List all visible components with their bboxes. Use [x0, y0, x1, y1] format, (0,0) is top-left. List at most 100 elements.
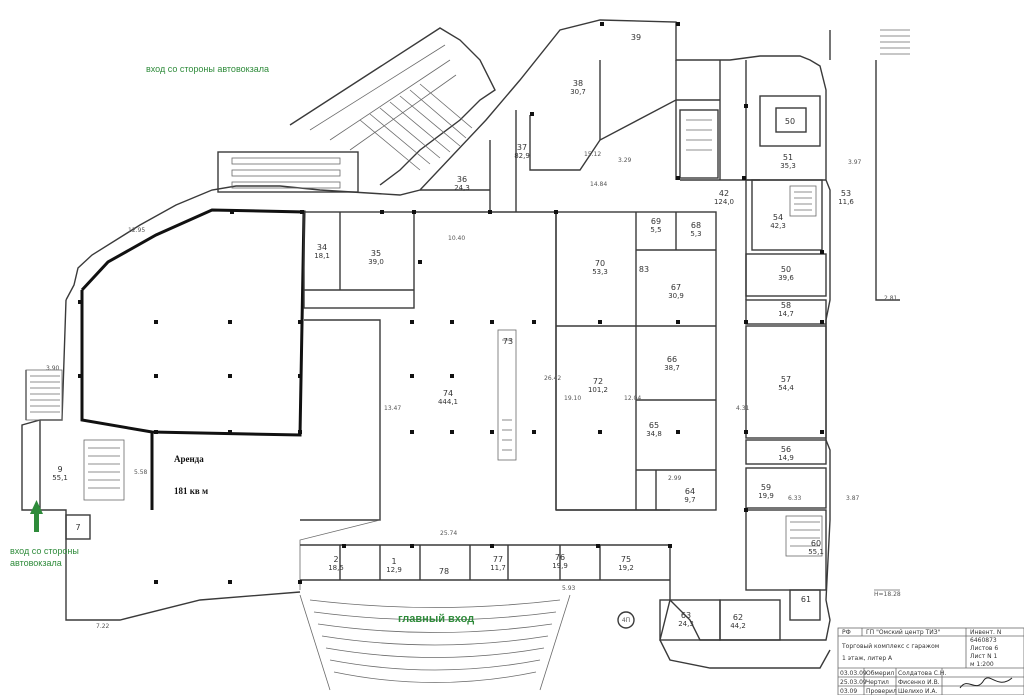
dimension-label: 26.42 [544, 375, 561, 382]
room-area: 30,9 [668, 292, 684, 300]
room-area: 18,5 [328, 564, 344, 572]
room-area: 5,3 [690, 230, 701, 238]
room-number: 69 [651, 217, 661, 226]
axis-marker-circle [617, 611, 635, 629]
room-number: 68 [691, 221, 701, 230]
main-entrance-label: главный вход [398, 613, 474, 625]
rent-area-label: 181 кв м [174, 486, 208, 496]
entrance-arrow-icon [30, 500, 43, 532]
bottom-rooms [300, 544, 781, 641]
room-area: 24,3 [678, 620, 694, 628]
stamp-row-date: 03.09 [840, 688, 857, 695]
rental-hall-outline [80, 208, 306, 510]
top-ramp [217, 27, 496, 193]
room-number: 38 [573, 79, 583, 88]
room-number: 62 [733, 613, 743, 622]
dimension-label: 4.31 [736, 405, 750, 412]
room-area: 12,9 [386, 566, 402, 574]
room-area: 39,6 [778, 274, 794, 282]
room-number: 72 [593, 377, 603, 386]
room-area: 11,6 [838, 198, 854, 206]
room-number: 70 [595, 259, 605, 268]
dimension-label: 15.12 [584, 151, 601, 158]
room-area: 53,3 [592, 268, 608, 276]
room-number: 61 [801, 595, 811, 604]
dimension-label: 3.97 [848, 159, 862, 166]
room-area: 101,2 [588, 386, 608, 394]
dimension-label: 3.90 [46, 365, 60, 372]
room-area: 34,8 [646, 430, 662, 438]
elevation-label: Н=18.28 [874, 591, 901, 598]
room-area: 124,0 [714, 198, 734, 206]
stamp-org: ГП "Омский центр ТИЗ" [866, 629, 941, 636]
dimension-label: 13.47 [384, 405, 401, 412]
stamp-row-date: 03.03.09 [840, 670, 867, 677]
room-area: 44,2 [730, 622, 746, 630]
room-area: 19,2 [618, 564, 634, 572]
room-area: 38,7 [664, 364, 680, 372]
room-number: 66 [667, 355, 677, 364]
stamp-row-role: Обмерил [866, 670, 894, 677]
stamp-rf: РФ [842, 629, 851, 636]
room-number: 73 [503, 337, 513, 346]
stamp-row-name: Фисенко И.В. [898, 679, 940, 686]
room-number: 56 [781, 445, 791, 454]
room-area: 30,7 [570, 88, 586, 96]
room-number: 54 [773, 213, 783, 222]
room-area: 444,1 [438, 398, 458, 406]
room-number: 65 [649, 421, 659, 430]
entrance-bus-left-label-line2: автовокзала [10, 558, 62, 568]
dimension-labels: 3.29 14.84 15.12 12.95 2.99 5.93 7.22 10… [46, 151, 898, 630]
stamp-row-name: Солдатова С.Н. [898, 670, 946, 677]
dimension-label: 2.81 [884, 295, 898, 302]
room-number: 74 [443, 389, 453, 398]
room-area: 18,1 [314, 252, 330, 260]
stamp-inv-value: 6460873 [970, 637, 997, 644]
room-number: 58 [781, 301, 791, 310]
dimension-label: 14.84 [590, 181, 607, 188]
room-number: 77 [493, 555, 503, 564]
room-area: 39,0 [368, 258, 384, 266]
room-area: 82,9 [514, 152, 530, 160]
axis-marker-label: 4П [622, 617, 630, 624]
room-number: 50 [785, 117, 795, 126]
room-area: 14,9 [778, 454, 794, 462]
signature-icon [959, 677, 1013, 689]
dimension-label: 3.87 [846, 495, 860, 502]
room-number: 42 [719, 189, 729, 198]
room-area: 55,1 [808, 548, 824, 556]
main-entrance-steps [299, 594, 571, 691]
stamp-inv-label: Инвент. N [970, 629, 1001, 636]
room-number: 75 [621, 555, 631, 564]
dimension-label: 10.40 [448, 235, 465, 242]
room-area: 55,1 [52, 474, 68, 482]
room-area: 24,3 [454, 184, 470, 192]
title-block: РФ ГП "Омский центр ТИЗ" Инвент. N 64608… [837, 627, 1024, 695]
room-number: 83 [639, 265, 649, 274]
stamp-scale: м 1:200 [970, 661, 994, 668]
room-number: 36 [457, 175, 467, 184]
room-number: 53 [841, 189, 851, 198]
dimension-label: 7.22 [96, 623, 110, 630]
shop-block [555, 211, 717, 511]
room-area: 54,4 [778, 384, 794, 392]
entrance-bus-top-label: вход со стороны автовокзала [146, 64, 269, 74]
dimension-label: 12.95 [128, 227, 145, 234]
room-number: 7 [75, 523, 80, 532]
dimension-label: 5.58 [134, 469, 148, 476]
stamp-title-line1: Торговый комплекс с гаражом [841, 643, 939, 650]
rent-label: Аренда [174, 454, 204, 464]
room-area: 19,9 [552, 562, 568, 570]
central-hall [299, 110, 670, 590]
dimension-label: 6.33 [788, 495, 802, 502]
stamp-row-role: Чертил [866, 679, 889, 686]
room-number: 34 [317, 243, 327, 252]
room-number: 57 [781, 375, 791, 384]
columns [78, 22, 824, 584]
stamp-row-name: Шелихо И.А. [898, 688, 937, 695]
room-number: 37 [517, 143, 527, 152]
room-number: 64 [685, 487, 695, 496]
room-number: 51 [783, 153, 793, 162]
room-number: 50 [781, 265, 791, 274]
